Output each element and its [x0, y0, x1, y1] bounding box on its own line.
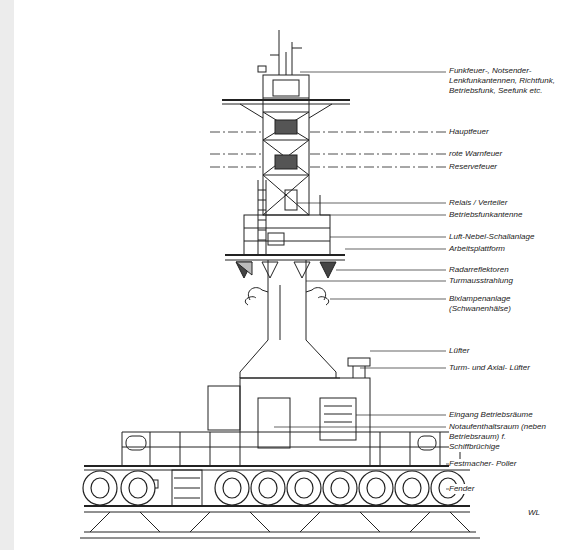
fender-tire [323, 471, 357, 505]
part-label: Arbeitsplattform [449, 244, 505, 254]
fender-hole [295, 478, 313, 498]
drawer-initials: WL [528, 508, 540, 518]
part-label: Lüfter [449, 346, 469, 356]
fender-hole [223, 478, 241, 498]
fender-hole [403, 478, 421, 498]
part-label: Betriebsfunkantenne [449, 210, 522, 220]
page-margin [0, 0, 14, 550]
part-label: Hauptfeuer [449, 127, 489, 137]
part-label: Relais / Verteiler [449, 198, 507, 208]
part-label: Bixlampenanlage (Schwanenhälse) [449, 294, 557, 314]
fender-tire [121, 471, 155, 505]
fender-tire [215, 471, 249, 505]
fender-tire [359, 471, 393, 505]
part-label: Festmacher- Poller [449, 459, 516, 469]
part-label: Turm- und Axial- Lüfter [449, 363, 530, 373]
part-label: Fender [449, 484, 474, 494]
fender-hole [129, 478, 147, 498]
light-sector-lines [210, 132, 446, 167]
part-label: Notaufenthaltsraum (neben Betriebsraum) … [449, 422, 557, 452]
part-label: Turmausstrahlung [449, 276, 513, 286]
leader-lines [274, 72, 468, 489]
fender-tire [287, 471, 321, 505]
part-label: Eingang Betriebsräume [449, 410, 533, 420]
part-label: Reservefeuer [449, 162, 497, 172]
fender-tire [251, 471, 285, 505]
part-label: Funkfeuer-, Notsender- Lenkfunkantennen,… [449, 66, 557, 96]
fender-tire [83, 471, 117, 505]
fender-tires [83, 471, 465, 505]
part-label: Luft-Nebel-Schallanlage [449, 232, 534, 242]
fender-hole [91, 478, 109, 498]
fender-hole [259, 478, 277, 498]
part-label: Radarreflektoren [449, 265, 509, 275]
fender-hole [367, 478, 385, 498]
fender-hole [331, 478, 349, 498]
tower-outline [80, 30, 480, 538]
part-label: rote Warnfeuer [449, 149, 502, 159]
fender-tire [395, 471, 429, 505]
